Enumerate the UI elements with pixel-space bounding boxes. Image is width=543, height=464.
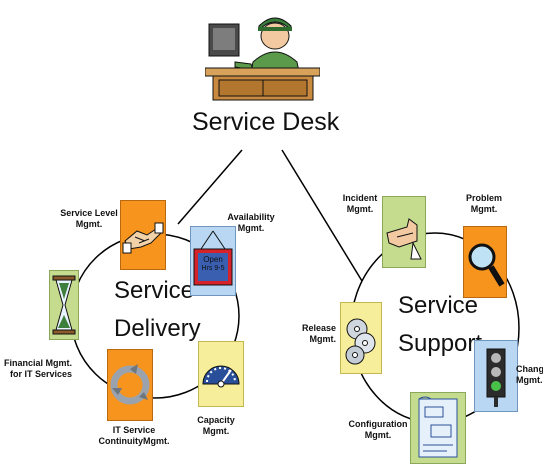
traffic-light-icon [474, 340, 518, 412]
handshake-icon [120, 200, 166, 270]
label-change-mgmt: ChangeMgmt. [516, 364, 543, 385]
connector-line-delivery [177, 149, 243, 225]
label-financial-mgmt: Financial Mgmt.for IT Services [4, 358, 73, 379]
service-delivery-title-line2: Delivery [114, 315, 201, 342]
open-sign-line2: Hrs 9-5 [201, 265, 225, 272]
service-support-title-line2: Support [398, 330, 483, 357]
gauge-icon [198, 341, 244, 407]
service-delivery-title-line1: Service [114, 277, 195, 304]
open-sign-icon: Open Hrs 9-5 [190, 226, 236, 296]
pointing-hand-icon [382, 196, 426, 268]
blueprint-icon [410, 392, 466, 464]
magnifier-icon [463, 226, 507, 298]
discs-icon [340, 302, 382, 374]
connector-line-support [281, 149, 363, 282]
service-desk-title: Service Desk [192, 108, 340, 136]
open-sign-line1: Open [203, 255, 223, 264]
service-desk-illustration [205, 10, 320, 104]
recycle-icon [107, 349, 153, 421]
hourglass-icon [49, 270, 79, 340]
